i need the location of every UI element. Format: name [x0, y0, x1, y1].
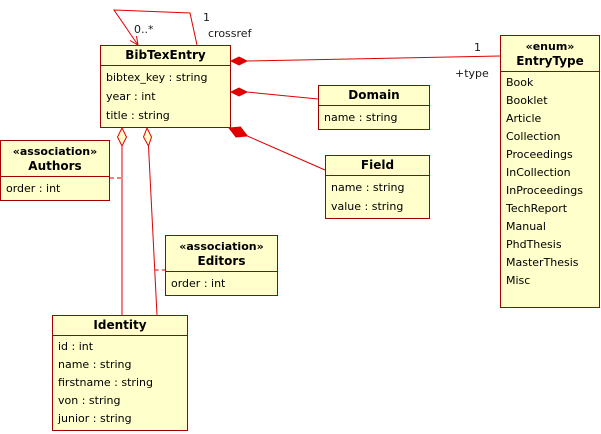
stereotype-label: «association» — [12, 145, 98, 158]
enum-value: InProceedings — [506, 184, 583, 197]
association-bibtexentry-entrytype — [246, 55, 501, 62]
association-bibtexentry-identity-editors — [148, 145, 158, 316]
attribute: bibtex_key : string — [106, 71, 208, 84]
class-header: «enum» EntryType — [501, 36, 599, 71]
class-title: Authors — [28, 159, 82, 173]
attribute: value : string — [331, 200, 404, 213]
enum-value: MasterThesis — [506, 256, 579, 269]
class-header: BibTexEntry — [101, 46, 230, 65]
aggregation-diamond-icon — [116, 126, 128, 148]
attribute: order : int — [6, 182, 61, 195]
arrowhead-icon — [129, 35, 139, 46]
enum-value: InCollection — [506, 166, 571, 179]
class-bibtexentry[interactable]: BibTexEntry bibtex_key : string year : i… — [100, 45, 231, 128]
composition-diamond-icon — [229, 87, 249, 97]
multiplicity-label: 1 — [203, 11, 210, 24]
composition-diamond-icon — [228, 126, 249, 138]
self-association-crossref — [113, 9, 198, 46]
attribute: firstname : string — [58, 376, 153, 389]
composition-diamond-icon — [229, 56, 249, 66]
enum-value: PhdThesis — [506, 238, 562, 251]
attribute: von : string — [58, 394, 121, 407]
enum-value: Misc — [506, 274, 531, 287]
class-header: Domain — [319, 86, 429, 105]
class-identity[interactable]: Identity id : int name : string firstnam… — [52, 315, 188, 431]
multiplicity-label: 0..* — [134, 23, 154, 36]
attribute: name : string — [58, 358, 132, 371]
stereotype-label: «enum» — [525, 40, 575, 53]
enum-value: Manual — [506, 220, 546, 233]
attribute: name : string — [331, 181, 405, 194]
class-title: BibTexEntry — [125, 48, 206, 62]
stereotype-label: «association» — [179, 240, 264, 253]
attribute: year : int — [106, 90, 156, 103]
enum-value: Book — [506, 76, 534, 89]
class-entrytype[interactable]: «enum» EntryType Book Booklet Article Co… — [500, 35, 600, 308]
class-title: Domain — [348, 88, 400, 102]
class-authors[interactable]: «association» Authors order : int — [0, 140, 110, 201]
class-editors[interactable]: «association» Editors order : int — [165, 235, 278, 296]
attribute: junior : string — [58, 412, 132, 425]
class-title: Editors — [197, 254, 246, 268]
enum-values-compartment: Book Booklet Article Collection Proceedi… — [501, 71, 599, 292]
attribute: title : string — [106, 109, 170, 122]
class-header: Identity — [53, 316, 187, 335]
attribute: id : int — [58, 340, 94, 353]
association-bibtexentry-domain — [246, 91, 319, 100]
attributes-compartment: order : int — [1, 176, 109, 200]
multiplicity-label: 1 — [474, 41, 481, 54]
association-bibtexentry-field — [247, 135, 326, 171]
class-domain[interactable]: Domain name : string — [318, 85, 430, 130]
class-field[interactable]: Field name : string value : string — [325, 155, 430, 219]
enum-value: Booklet — [506, 94, 548, 107]
attributes-compartment: name : string — [319, 105, 429, 129]
enum-value: TechReport — [506, 202, 568, 215]
class-title: EntryType — [516, 54, 584, 68]
class-header: Field — [326, 156, 429, 175]
class-header: «association» Editors — [166, 236, 277, 271]
attributes-compartment: order : int — [166, 271, 277, 295]
class-header: «association» Authors — [1, 141, 109, 176]
class-title: Identity — [93, 318, 147, 332]
class-title: Field — [360, 158, 395, 172]
role-label: +type — [455, 67, 489, 80]
aggregation-diamond-icon — [142, 126, 153, 148]
enum-value: Collection — [506, 130, 561, 143]
attributes-compartment: id : int name : string firstname : strin… — [53, 335, 187, 430]
enum-value: Article — [506, 112, 542, 125]
enum-value: Proceedings — [506, 148, 573, 161]
attribute: name : string — [324, 111, 398, 124]
attributes-compartment: bibtex_key : string year : int title : s… — [101, 65, 230, 127]
attribute: order : int — [171, 277, 226, 290]
role-label: crossref — [208, 27, 253, 40]
attributes-compartment: name : string value : string — [326, 175, 429, 218]
